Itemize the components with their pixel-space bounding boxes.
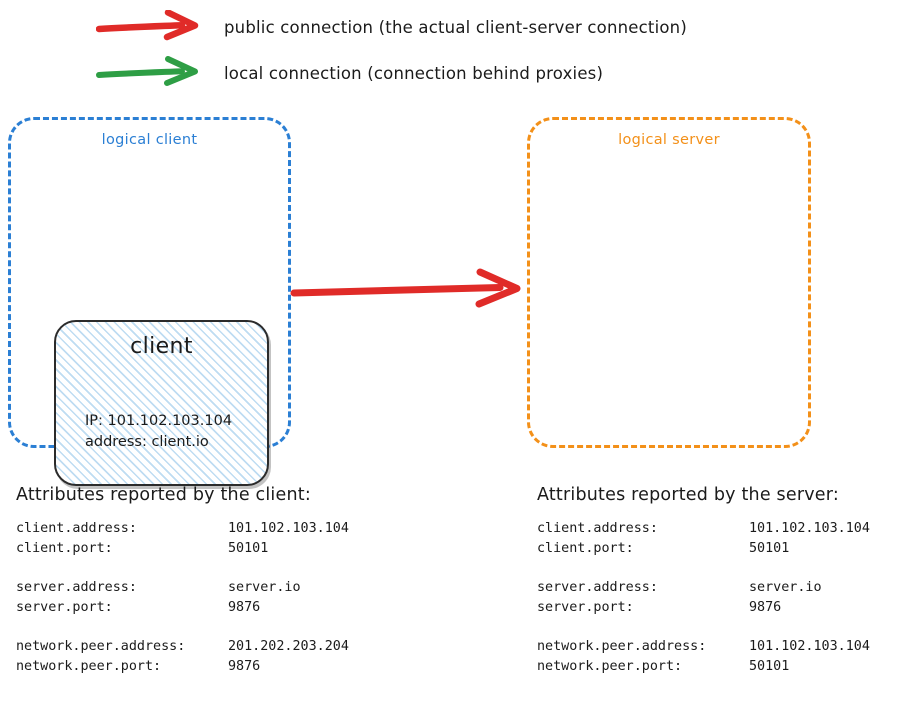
table-row: network.peer.port: 9876 <box>16 657 349 677</box>
attr-key: network.peer.address: <box>537 639 707 654</box>
logical-server-caption: logical server <box>618 132 720 148</box>
attr-value: 50101 <box>749 658 790 674</box>
attr-value: server.io <box>228 580 301 595</box>
client-attributes-block: Attributes reported by the client: clien… <box>16 485 349 676</box>
table-row-spacer <box>537 617 870 637</box>
table-row: client.address: 101.102.103.104 <box>16 519 349 539</box>
attr-value: 101.102.103.104 <box>228 521 349 536</box>
table-row: network.peer.port: 50101 <box>537 657 870 677</box>
legend-label-local-connection: local connection (connection behind prox… <box>224 63 604 83</box>
green-arrow-icon <box>96 56 198 86</box>
attr-key: server.address: <box>16 580 137 595</box>
attr-key: server.port: <box>537 599 634 615</box>
client-node-title: client <box>130 334 193 359</box>
client-node-details: IP: 101.102.103.104 address: client.io <box>85 411 232 453</box>
table-row: client.port: 50101 <box>16 539 349 559</box>
client-attributes-heading: Attributes reported by the client: <box>16 485 311 505</box>
public-connection-arrow-icon <box>290 268 521 308</box>
attr-value: server.io <box>749 580 822 595</box>
red-arrow-icon <box>96 10 199 41</box>
attr-key: server.port: <box>16 599 113 615</box>
table-row-spacer <box>537 558 870 578</box>
attr-key: network.peer.address: <box>16 639 186 654</box>
attr-value: 9876 <box>228 599 261 615</box>
attr-value: 9876 <box>228 658 261 674</box>
attr-value: 101.102.103.104 <box>749 639 870 654</box>
legend-item-public-connection: public connection (the actual client-ser… <box>96 10 687 44</box>
attr-value: 101.102.103.104 <box>749 521 870 536</box>
table-row-spacer <box>16 558 349 578</box>
table-row: server.port: 9876 <box>16 598 349 618</box>
attr-value: 9876 <box>749 599 782 615</box>
logical-server-group: logical server server IP: 201.202.203.20… <box>527 117 811 448</box>
server-attributes-table: client.address: 101.102.103.104 client.p… <box>537 519 870 676</box>
server-attributes-heading: Attributes reported by the server: <box>537 485 839 505</box>
client-node-ip: IP: 101.102.103.104 <box>85 413 233 429</box>
table-row: server.address: server.io <box>537 578 870 598</box>
attr-key: client.port: <box>16 540 113 556</box>
attr-key: client.port: <box>537 540 634 556</box>
client-attributes-table: client.address: 101.102.103.104 client.p… <box>16 519 349 676</box>
table-row: client.address: 101.102.103.104 <box>537 519 870 539</box>
attr-key: client.address: <box>16 521 137 536</box>
table-row: server.port: 9876 <box>537 598 870 618</box>
logical-client-caption: logical client <box>101 132 198 148</box>
attr-key: server.address: <box>537 580 658 595</box>
attr-value: 50101 <box>749 540 790 556</box>
table-row: network.peer.address: 101.102.103.104 <box>537 637 870 657</box>
server-attributes-block: Attributes reported by the server: clien… <box>537 485 870 676</box>
logical-client-group: logical client client IP: 101.102.103.10… <box>8 117 291 486</box>
attr-value: 50101 <box>228 540 269 556</box>
attr-key: client.address: <box>537 521 658 536</box>
attr-value: 201.202.203.204 <box>228 639 349 654</box>
client-node[interactable]: client IP: 101.102.103.104 address: clie… <box>54 320 269 486</box>
attr-key: network.peer.port: <box>537 658 683 674</box>
legend-label-public-connection: public connection (the actual client-ser… <box>224 17 687 37</box>
table-row: network.peer.address: 201.202.203.204 <box>16 637 349 657</box>
table-row: client.port: 50101 <box>537 539 870 559</box>
table-row: server.address: server.io <box>16 578 349 598</box>
client-node-address: address: client.io <box>85 434 209 450</box>
table-row-spacer <box>16 617 349 637</box>
attr-key: network.peer.port: <box>16 658 162 674</box>
legend-item-local-connection: local connection (connection behind prox… <box>96 56 603 90</box>
